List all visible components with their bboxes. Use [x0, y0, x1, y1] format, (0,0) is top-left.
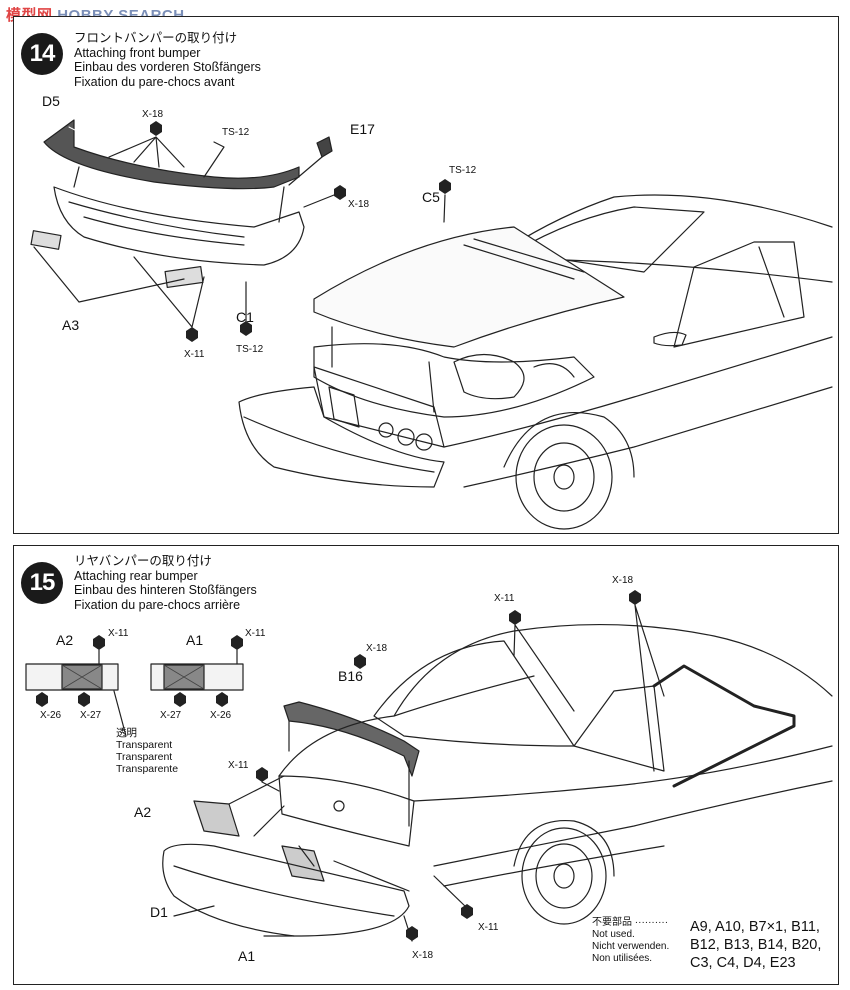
- paint-label-ts12-hood: TS-12: [449, 165, 477, 176]
- step-15-panel: 15 リヤバンパーの取り付け Attaching rear bumper Ein…: [13, 545, 839, 985]
- part-label-a1-lamp: A1: [186, 632, 204, 648]
- part-label-a3: A3: [62, 317, 80, 333]
- screw-label-x11-a2: X-11: [108, 628, 129, 639]
- screw-label-x18-spoiler: X-18: [366, 643, 388, 654]
- step-14-title-fr: Fixation du pare-chocs avant: [74, 74, 235, 89]
- screw-label-x26-right: X-26: [210, 710, 232, 721]
- screw-label-x11-window: X-11: [494, 593, 515, 604]
- step-15-title-de: Einbau des hinteren Stoßfängers: [74, 583, 257, 597]
- part-label-d1: D1: [150, 904, 168, 920]
- part-label-a1-installed: A1: [238, 948, 256, 964]
- screw-label-x27-right: X-27: [160, 710, 182, 721]
- screw-label-x18-roof: X-18: [612, 575, 634, 586]
- not-used-jp-text: 不要部品: [592, 917, 632, 928]
- front-bumper-illustration: [30, 119, 833, 530]
- screw-label-x27-left: X-27: [80, 710, 102, 721]
- part-label-a2-installed: A2: [134, 804, 152, 820]
- not-used-parts-line-3: C3, C4, D4, E23: [690, 955, 796, 971]
- part-label-d5: D5: [42, 93, 60, 109]
- step-14-panel: 14 フロントバンパーの取り付け Attaching front bumper …: [13, 16, 839, 534]
- step-15-badge: 15: [21, 562, 63, 604]
- not-used-en: Not used.: [592, 929, 635, 940]
- step-14-title-de: Einbau des vorderen Stoßfängers: [74, 60, 261, 74]
- screw-label-x26-left: X-26: [40, 710, 62, 721]
- step-14-badge: 14: [21, 33, 63, 75]
- transparent-en: Transparent: [116, 739, 173, 751]
- transparent-fr: Transparente: [116, 763, 179, 775]
- step-15-title-en: Attaching rear bumper: [74, 568, 198, 583]
- not-used-labels: 不要部品 ·········· Not used. Nicht verwende…: [592, 917, 669, 965]
- part-label-b16: B16: [338, 668, 363, 684]
- step-14-title-jp: フロントバンパーの取り付け: [74, 31, 238, 45]
- not-used-parts-line-2: B12, B13, B14, B20,: [690, 937, 822, 953]
- part-label-e17: E17: [350, 121, 375, 137]
- not-used-parts-list: A9, A10, B7×1, B11, B12, B13, B14, B20, …: [690, 918, 821, 972]
- not-used-parts-line-1: A9, A10, B7×1, B11,: [690, 919, 820, 935]
- part-label-c1: C1: [236, 309, 254, 325]
- part-label-c5: C5: [422, 189, 440, 205]
- step-15-title-fr: Fixation du pare-chocs arrière: [74, 597, 241, 612]
- screw-label-x11: X-11: [184, 349, 205, 360]
- rear-bumper-illustration: [25, 590, 833, 942]
- not-used-de: Nicht verwenden.: [592, 941, 670, 952]
- transparent-jp: 透明: [116, 727, 137, 739]
- step-14-title-en: Attaching front bumper: [74, 45, 201, 60]
- screw-label-x11-a1: X-11: [245, 628, 266, 639]
- paint-label-ts12-c1: TS-12: [236, 344, 264, 355]
- step-15-titles: リヤバンパーの取り付け Attaching rear bumper Einbau…: [74, 554, 257, 612]
- step-15-title-jp: リヤバンパーの取り付け: [74, 554, 212, 568]
- step-14-titles: フロントバンパーの取り付け Attaching front bumper Ein…: [74, 31, 261, 89]
- screw-label-x11-bumper: X-11: [478, 922, 499, 933]
- transparent-de: Transparent: [116, 751, 173, 763]
- screw-label-x11-trunk: X-11: [228, 760, 249, 771]
- not-used-fr: Non utilisées.: [592, 953, 653, 964]
- transparent-note: 透明 Transparent Transparent Transparente: [116, 727, 178, 775]
- paint-label-ts12-bumper: TS-12: [222, 127, 250, 138]
- screw-label-x18-side: X-18: [348, 199, 370, 210]
- part-label-a2-lamp: A2: [56, 632, 74, 648]
- screw-label-x18-top: X-18: [142, 109, 164, 120]
- not-used-jp: 不要部品 ··········: [592, 917, 669, 928]
- screw-label-x18-bumper: X-18: [412, 950, 434, 961]
